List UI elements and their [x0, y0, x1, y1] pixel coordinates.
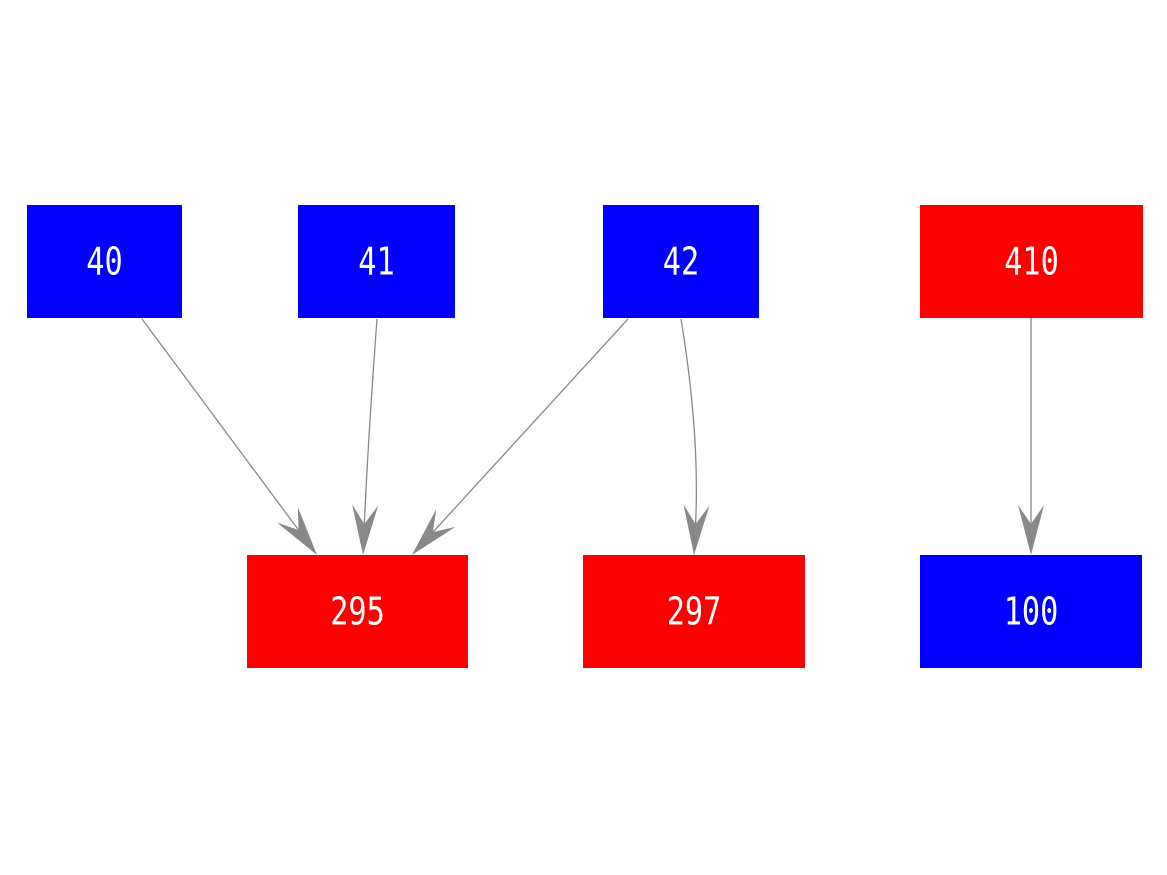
- edge-42-295: [412, 318, 629, 555]
- edge-line-40-295: [141, 318, 300, 531]
- node-box-40: [27, 205, 182, 318]
- arrowhead-icon: [412, 509, 456, 555]
- arrowhead-icon: [1018, 505, 1044, 555]
- node-label-41: 41: [358, 240, 394, 284]
- graph-node-295: 295: [247, 555, 468, 668]
- node-box-297: [583, 555, 805, 668]
- edge-40-295: [141, 318, 317, 555]
- graph-node-410: 410: [920, 205, 1143, 318]
- node-label-295: 295: [330, 590, 385, 634]
- edge-41-295: [352, 318, 379, 555]
- node-label-100: 100: [1004, 590, 1059, 634]
- graph-node-41: 41: [298, 205, 455, 318]
- node-label-40: 40: [86, 240, 122, 284]
- node-box-100: [920, 555, 1142, 668]
- graph-node-297: 297: [583, 555, 805, 668]
- node-box-42: [603, 205, 759, 318]
- edge-line-42-297: [680, 318, 698, 525]
- arrowhead-icon: [683, 504, 710, 555]
- edge-line-42-295: [432, 318, 629, 533]
- node-box-410: [920, 205, 1143, 318]
- graph-node-100: 100: [920, 555, 1142, 668]
- arrowhead-icon: [352, 504, 379, 555]
- node-box-41: [298, 205, 455, 318]
- node-box-295: [247, 555, 468, 668]
- graph-node-42: 42: [603, 205, 759, 318]
- node-label-410: 410: [1004, 240, 1059, 284]
- edge-line-41-295: [363, 318, 378, 525]
- node-label-297: 297: [667, 590, 722, 634]
- graph-node-40: 40: [27, 205, 182, 318]
- node-label-42: 42: [663, 240, 699, 284]
- edge-410-100: [1018, 318, 1044, 555]
- arrowhead-icon: [276, 507, 317, 555]
- edge-42-297: [680, 318, 710, 555]
